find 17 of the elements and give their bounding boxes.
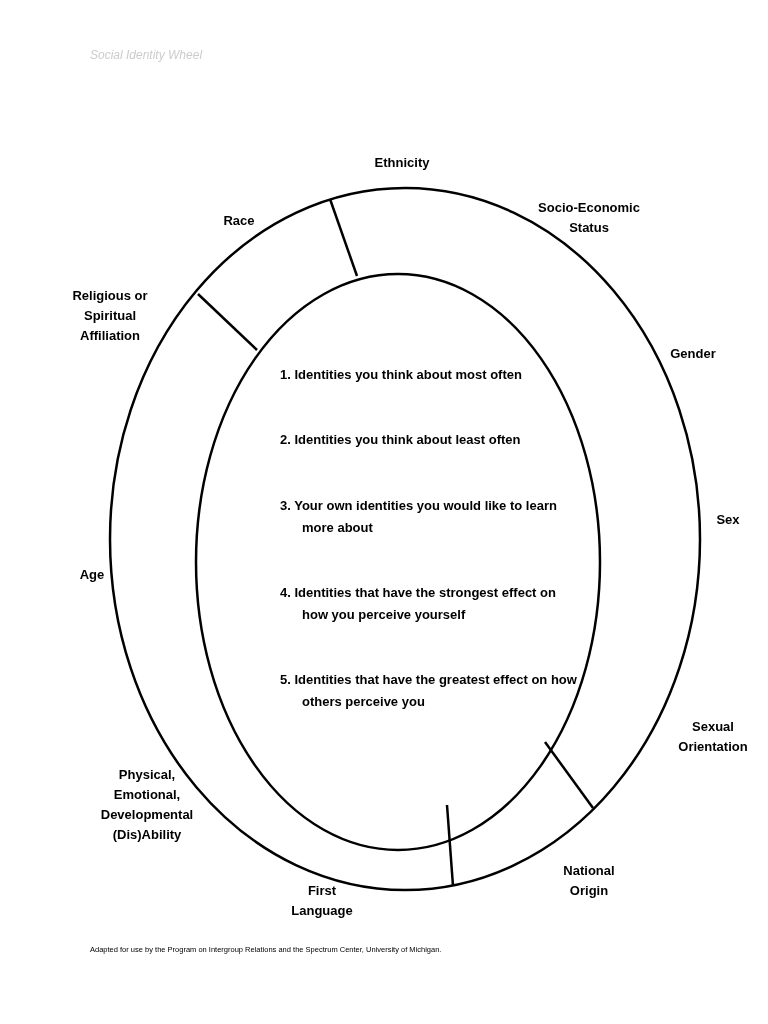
- identity-label: Race: [222, 212, 256, 230]
- numbered-prompt: 3. Your own identities you would like to learn more about: [280, 497, 558, 537]
- numbered-prompt: 4. Identities that have the strongest effect on how you perceive yourself: [280, 584, 557, 624]
- numbered-prompt: 5. Identities that have the greatest effect on how others perceive you: [280, 671, 578, 711]
- identity-label: Religious or Spiritual Affiliation: [71, 287, 149, 345]
- numbered-prompt: 1. Identities you think about most often: [280, 366, 523, 384]
- identity-label: Age: [78, 566, 106, 584]
- inner-ellipse: [194, 272, 602, 852]
- identity-label: Physical, Emotional, Developmental (Dis)Ability: [99, 766, 195, 844]
- identity-label: Socio-Economic Status: [537, 199, 641, 237]
- numbered-prompt: 2. Identities you think about least often: [280, 431, 522, 449]
- identity-label: National Origin: [562, 862, 616, 900]
- identity-label: Sex: [715, 511, 741, 529]
- identity-label: Ethnicity: [373, 154, 431, 172]
- identity-label: Sexual Orientation: [677, 718, 749, 756]
- identity-label: First Language: [290, 882, 354, 920]
- identity-label: Gender: [669, 345, 717, 363]
